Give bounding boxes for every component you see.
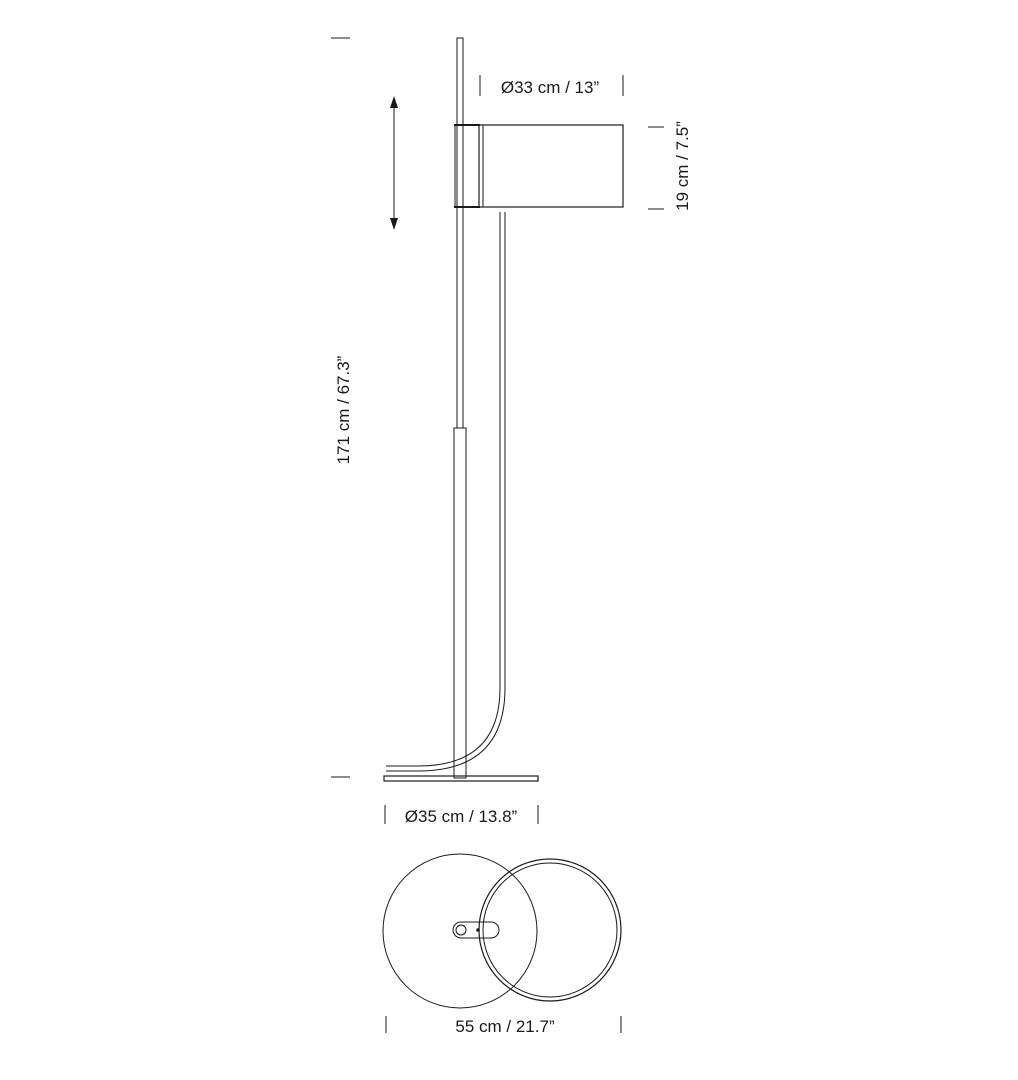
lamp-side-view <box>383 37 624 782</box>
base-diameter-label: Ø35 cm / 13.8” <box>405 807 518 826</box>
dimension-markers <box>331 37 664 1033</box>
shade-height-label: 19 cm / 7.5” <box>673 121 692 211</box>
lamp-shade <box>478 124 624 208</box>
base-circle <box>382 853 538 1009</box>
base-plate <box>383 775 539 782</box>
pole-bracket <box>452 921 500 939</box>
footprint-width-label: 55 cm / 21.7” <box>455 1017 555 1036</box>
lower-pole <box>453 427 467 779</box>
cable-arm-inner <box>386 212 506 772</box>
upper-pole <box>456 37 464 429</box>
lamp-top-view <box>382 853 622 1009</box>
cable-arm <box>386 212 501 767</box>
shade-diameter-label: Ø33 cm / 13” <box>501 78 600 97</box>
shade-circle-outer <box>478 858 622 1002</box>
pole-pin <box>476 928 480 932</box>
shade-circle-inner <box>482 862 618 998</box>
height-adjust-arrow <box>390 96 398 230</box>
total-height-label: 171 cm / 67.3” <box>334 355 353 464</box>
shade-clamp <box>454 124 480 208</box>
pole-circle <box>455 924 467 936</box>
